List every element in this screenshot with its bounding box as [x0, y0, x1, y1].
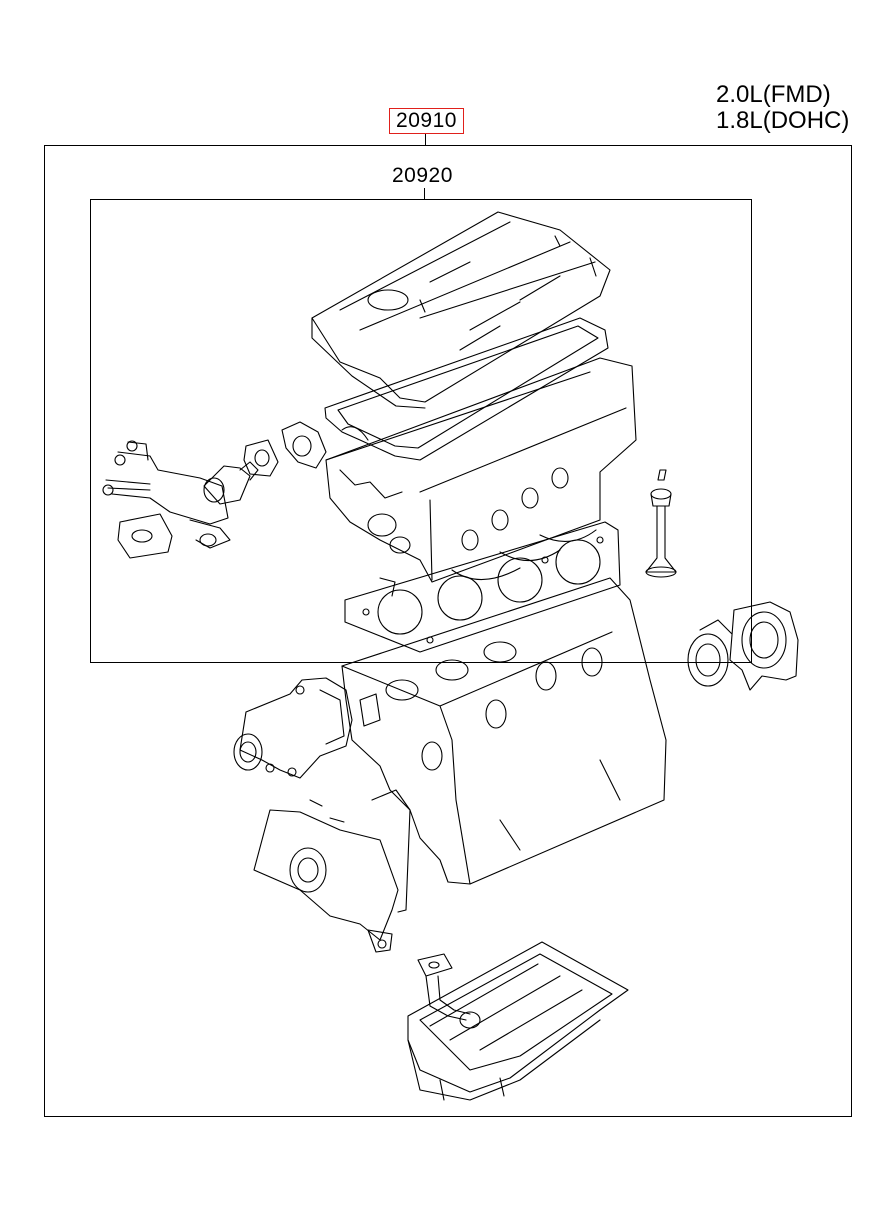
engine-spec-dohc: 1.8L(DOHC): [716, 107, 850, 134]
cylinder-head[interactable]: [325, 357, 637, 583]
oil-pan[interactable]: [407, 941, 629, 1101]
valve[interactable]: [645, 469, 677, 578]
cylinder-head-cover[interactable]: [311, 211, 611, 409]
callout-leader-outer: [425, 134, 426, 145]
gasket-kit-frame: [44, 145, 852, 1117]
head-cover-gasket[interactable]: [324, 317, 609, 461]
head-gasket-kit-frame: [90, 199, 752, 663]
cylinder-block[interactable]: [341, 577, 667, 885]
rear-oil-seal-case[interactable]: [687, 601, 799, 691]
thermostat-housing[interactable]: [203, 421, 327, 505]
oil-pump-front-case[interactable]: [253, 789, 411, 953]
cylinder-head-gasket[interactable]: [344, 521, 621, 653]
oil-strainer[interactable]: [417, 953, 481, 1029]
engine-spec-fmd: 2.0L(FMD): [716, 81, 831, 108]
egr-pipe-assembly[interactable]: [102, 440, 231, 559]
water-pump[interactable]: [233, 677, 353, 779]
callout-leader-inner: [424, 188, 425, 199]
part-number-callout-20920[interactable]: 20920: [392, 164, 453, 187]
part-number-callout-20910[interactable]: 20910: [389, 108, 464, 134]
